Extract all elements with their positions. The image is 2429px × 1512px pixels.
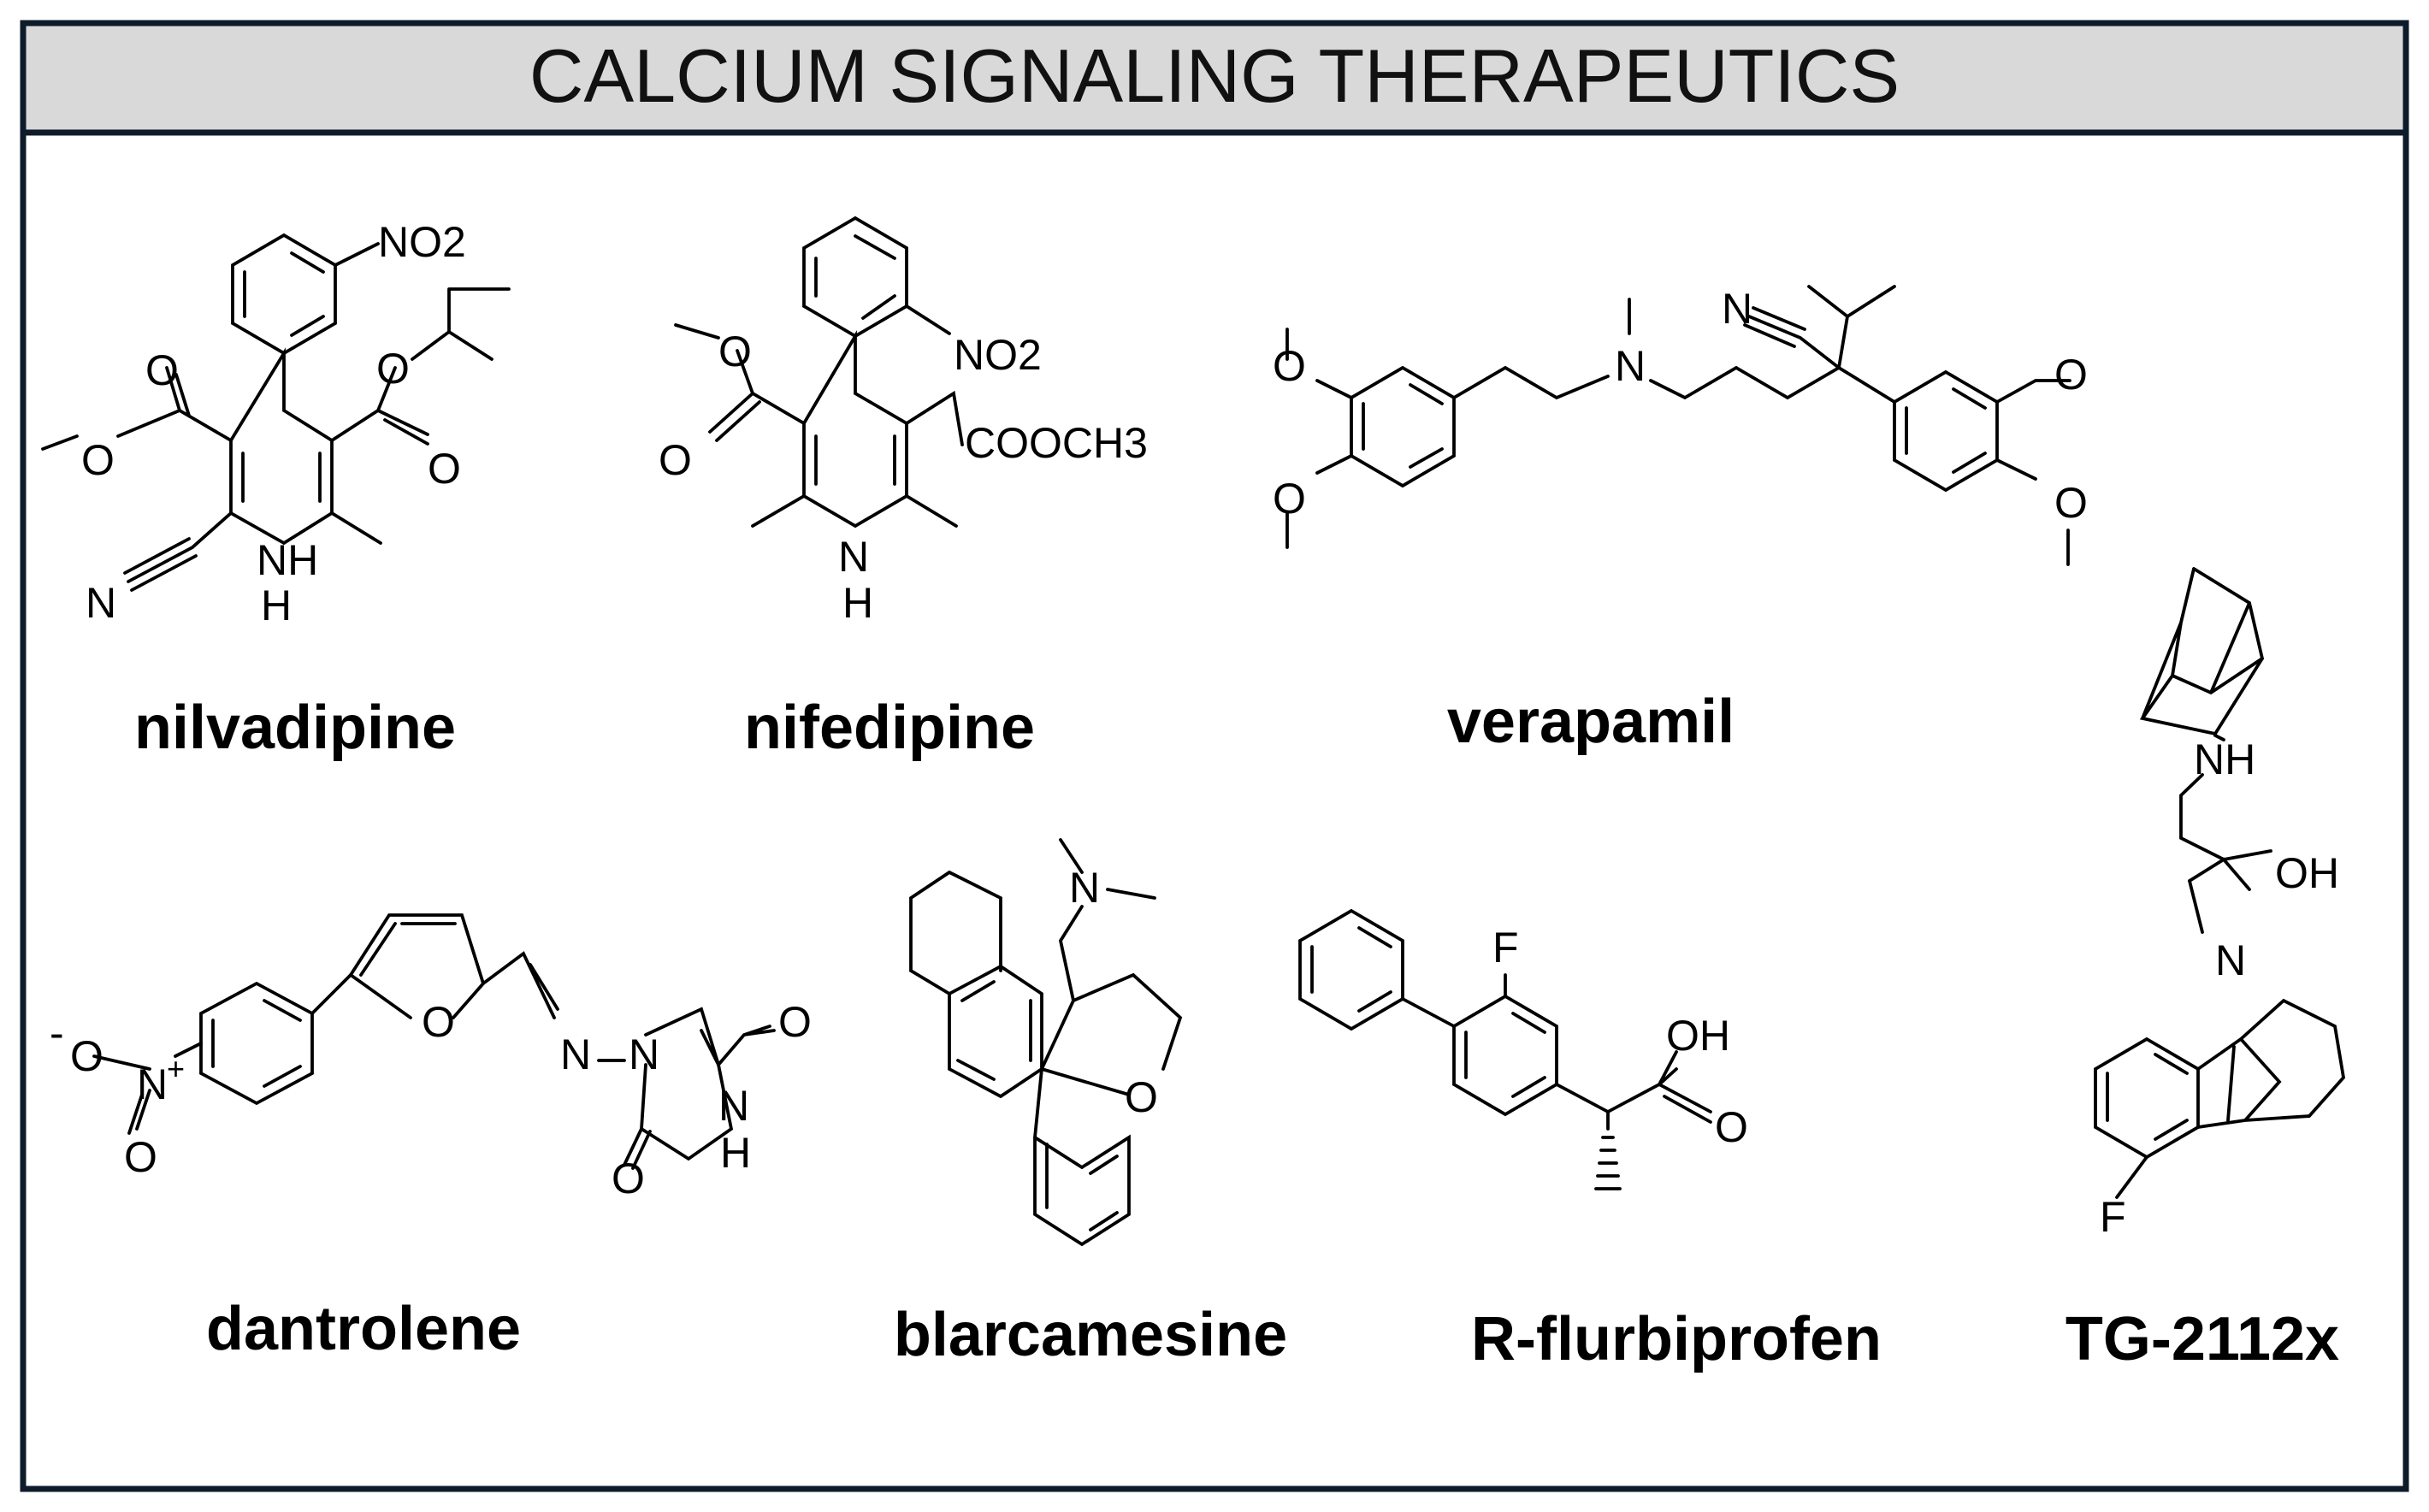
dantrolene-label-n-amide: N bbox=[718, 1082, 749, 1130]
header-title: CALCIUM SIGNALING THERAPEUTICS bbox=[529, 33, 1900, 118]
nilvadipine-label-o4: O bbox=[428, 445, 461, 493]
nifedipine-label-h: H bbox=[842, 579, 873, 627]
nilvadipine-name: nilvadipine bbox=[134, 694, 456, 762]
verapamil-name: verapamil bbox=[1447, 688, 1735, 756]
dantrolene-label-minus: - bbox=[50, 1009, 64, 1057]
dantrolene-label-plus: + bbox=[167, 1051, 185, 1086]
nilvadipine-label-n-nitrile: N bbox=[86, 579, 116, 627]
nifedipine-label-o2: O bbox=[659, 436, 692, 484]
verapamil-label-n-nitrile: N bbox=[1722, 285, 1752, 333]
nilvadipine-label-o3: O bbox=[376, 345, 410, 393]
flurbiprofen-name: R-flurbiprofen bbox=[1471, 1305, 1882, 1373]
blarcamesine-label-n: N bbox=[1069, 864, 1100, 912]
dantrolene-name: dantrolene bbox=[206, 1295, 521, 1363]
verapamil-label-o3: O bbox=[2054, 351, 2088, 399]
flurbiprofen-label-o: O bbox=[1715, 1103, 1748, 1151]
nilvadipine-label-o2: O bbox=[81, 436, 115, 484]
dantrolene-label-o-ketone: O bbox=[778, 998, 812, 1046]
structure-nilvadipine bbox=[41, 233, 511, 592]
structure-dantrolene bbox=[92, 913, 776, 1170]
verapamil-label-o1: O bbox=[1273, 342, 1306, 390]
tg2112x-label-n: N bbox=[2215, 936, 2246, 984]
dantrolene-label-o-furan: O bbox=[422, 998, 455, 1046]
verapamil-label-n-amine: N bbox=[1615, 342, 1646, 390]
flurbiprofen-label-oh: OH bbox=[1666, 1012, 1730, 1060]
tg2112x-label-nh: NH bbox=[2194, 735, 2255, 783]
blarcamesine-label-o: O bbox=[1125, 1073, 1158, 1121]
structure-blarcamesine bbox=[909, 838, 1183, 1247]
blarcamesine-name: blarcamesine bbox=[894, 1301, 1287, 1369]
nilvadipine-label-h: H bbox=[261, 582, 292, 629]
nilvadipine-label-nh: NH bbox=[257, 536, 318, 584]
dantrolene-label-n-imine: N bbox=[560, 1031, 591, 1078]
nilvadipine-label-nitro: NO2 bbox=[378, 218, 466, 266]
dantrolene-label-o-nitro: O bbox=[124, 1133, 157, 1181]
nifedipine-label-n: N bbox=[838, 533, 869, 581]
nifedipine-label-nitro: NO2 bbox=[954, 331, 1042, 379]
tg2112x-name: TG-2112x bbox=[2066, 1305, 2339, 1373]
outer-frame bbox=[20, 20, 2409, 1492]
flurbiprofen-label-f: F bbox=[1492, 924, 1519, 972]
structure-r-flurbiprofen bbox=[1298, 908, 1712, 1190]
dantrolene-label-o-minus: O bbox=[70, 1032, 103, 1080]
header-bar bbox=[20, 20, 2409, 136]
dantrolene-label-n-ring: N bbox=[629, 1031, 659, 1078]
tg2112x-label-oh: OH bbox=[2275, 849, 2339, 897]
tg2112x-label-f: F bbox=[2100, 1193, 2126, 1241]
verapamil-label-o4: O bbox=[2054, 479, 2088, 527]
nifedipine-name: nifedipine bbox=[744, 694, 1035, 762]
structure-tg-2112x bbox=[2094, 567, 2346, 1199]
nilvadipine-label-o1: O bbox=[145, 346, 179, 394]
nifedipine-label-o1: O bbox=[718, 328, 752, 375]
structure-nifedipine bbox=[674, 216, 964, 529]
verapamil-label-o2: O bbox=[1273, 475, 1306, 523]
dantrolene-label-h: H bbox=[720, 1129, 751, 1177]
nifedipine-label-ester: COOCH3 bbox=[965, 419, 1148, 467]
dantrolene-label-n-nitro: N bbox=[137, 1060, 168, 1108]
dantrolene-label-o-urea: O bbox=[612, 1155, 645, 1202]
structure-verapamil bbox=[1285, 285, 2071, 566]
